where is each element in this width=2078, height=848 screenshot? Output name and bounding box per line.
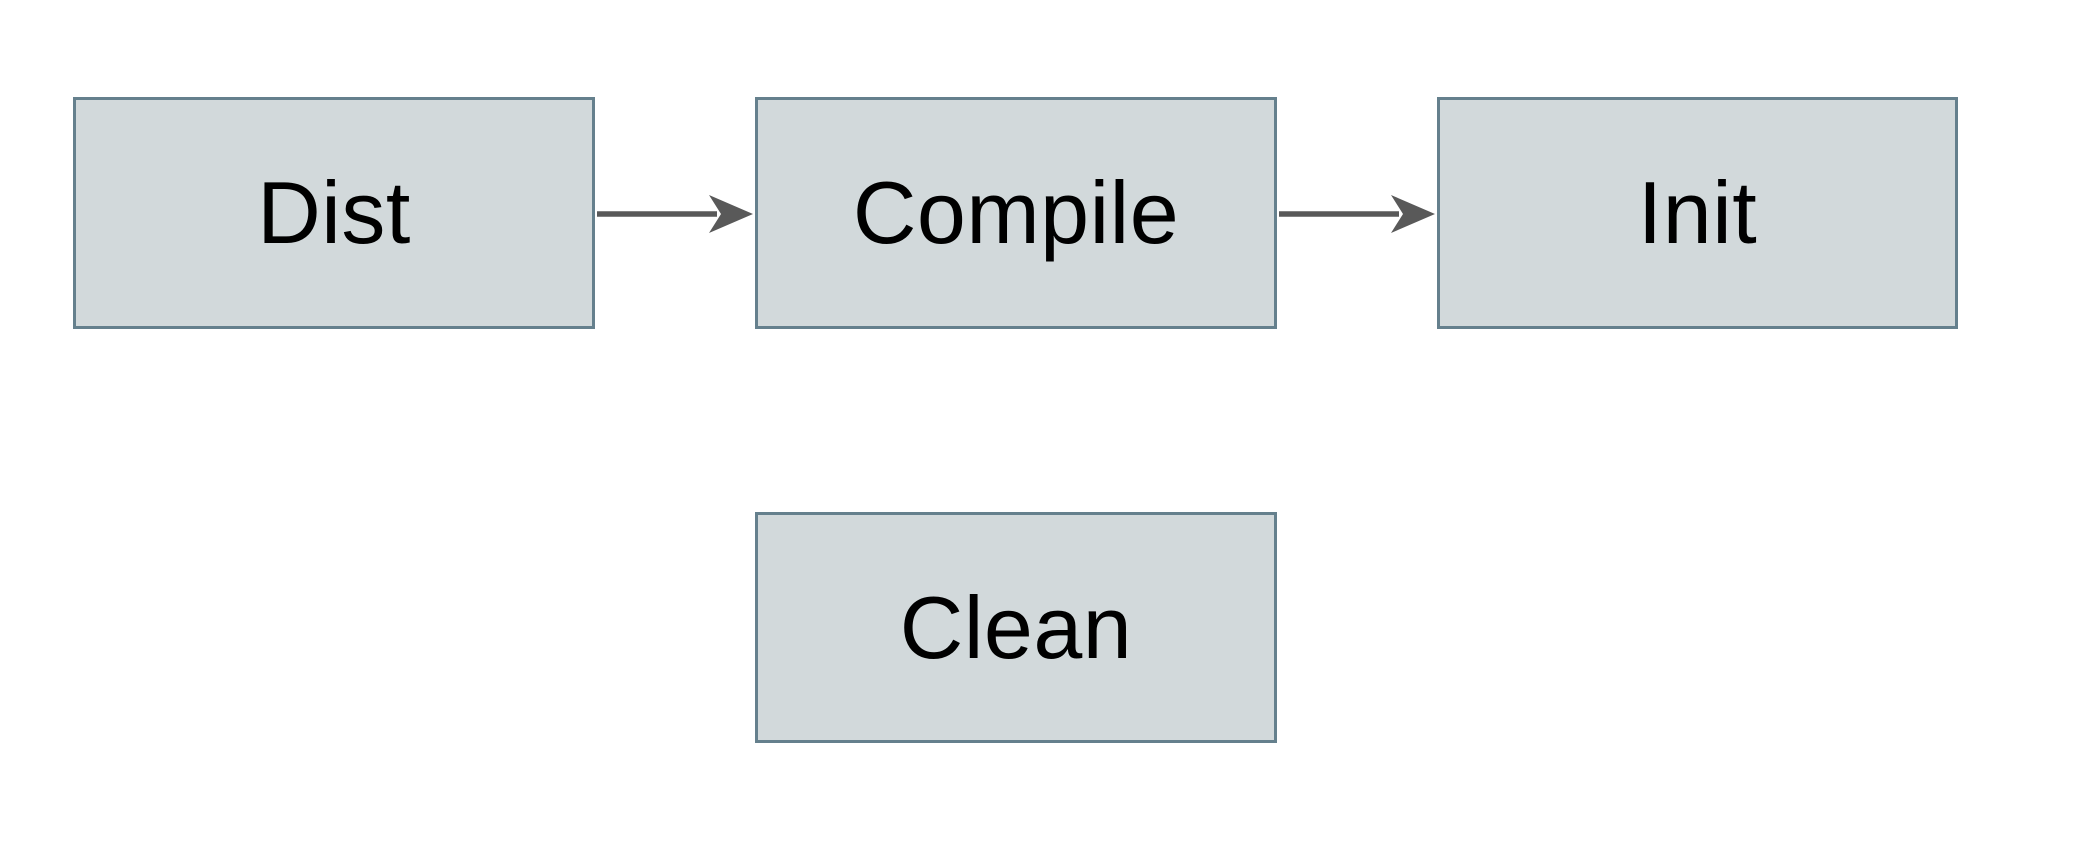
node-clean-label: Clean [899,577,1133,677]
node-clean: Clean [755,512,1277,743]
arrow-dist-to-compile [597,195,753,233]
node-init-label: Init [1637,163,1758,262]
node-compile-label: Compile [852,163,1180,262]
node-dist-label: Dist [257,163,411,262]
node-compile: Compile [755,97,1277,329]
node-dist: Dist [73,97,595,329]
arrow-compile-to-init [1279,195,1435,233]
node-init: Init [1437,97,1958,329]
